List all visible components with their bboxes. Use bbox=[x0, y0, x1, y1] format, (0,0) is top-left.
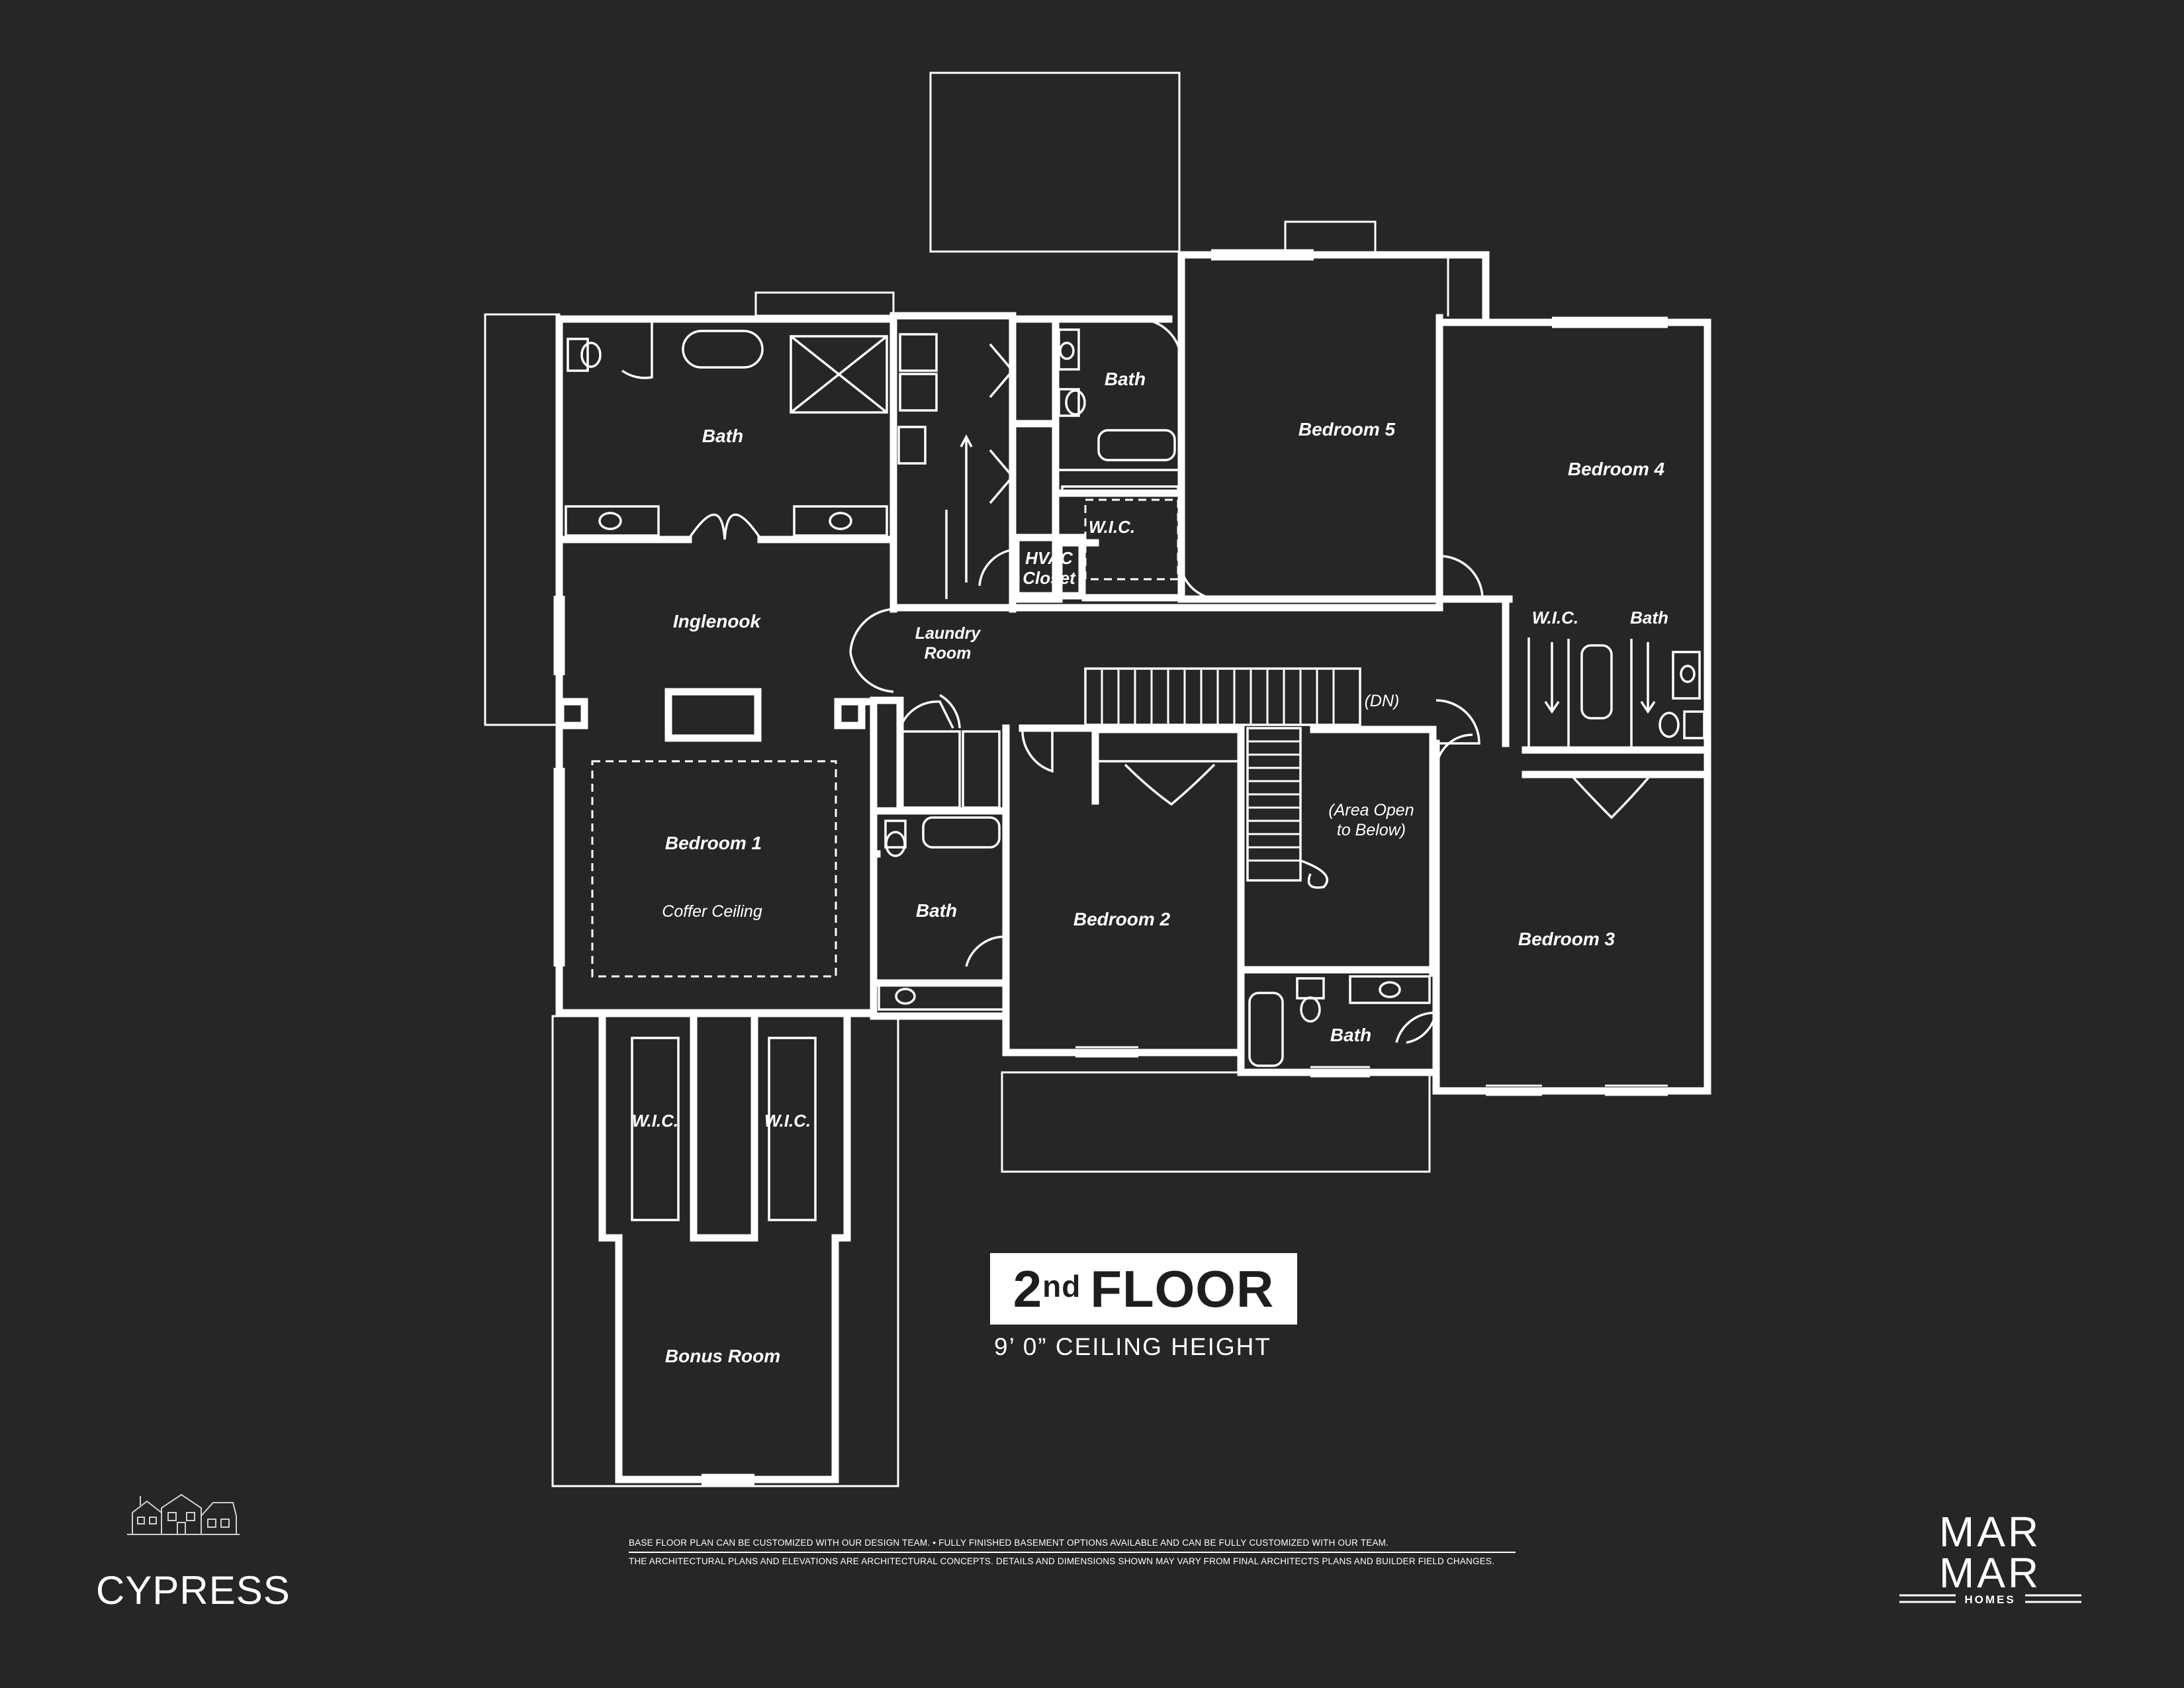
ceiling-height: 9’ 0” CEILING HEIGHT bbox=[994, 1333, 1271, 1360]
fixtures bbox=[553, 249, 1706, 1485]
label-bath-upper: Bath bbox=[1105, 369, 1146, 389]
floor-word: FLOOR bbox=[1090, 1259, 1275, 1318]
label-laundry-2: Room bbox=[925, 644, 972, 663]
house-icon bbox=[127, 1493, 240, 1535]
label-bedroom-5: Bedroom 5 bbox=[1298, 419, 1396, 440]
label-bath-right: Bath bbox=[1630, 608, 1668, 628]
marmar-homes-logo: MAR MAR HOMES bbox=[1899, 1509, 2081, 1606]
label-wic-left-2: W.I.C. bbox=[764, 1111, 811, 1131]
label-bath-mid: Bath bbox=[916, 900, 957, 921]
label-wic-upper: W.I.C. bbox=[1089, 517, 1135, 537]
label-inglenook: Inglenook bbox=[673, 611, 762, 632]
label-bedroom-2: Bedroom 2 bbox=[1073, 909, 1171, 929]
exterior-outlines bbox=[484, 71, 1449, 1487]
room-labels: Bath Inglenook Bedroom 1 Coffer Ceiling … bbox=[632, 369, 1668, 1366]
disclaimer: BASE FLOOR PLAN CAN BE CUSTOMIZED WITH O… bbox=[629, 1534, 1516, 1570]
floor-number: 2 bbox=[1013, 1259, 1043, 1318]
label-bedroom-3: Bedroom 3 bbox=[1518, 929, 1615, 949]
logo-line-2: MAR bbox=[1939, 1549, 2041, 1597]
label-open-below-2: to Below) bbox=[1337, 821, 1406, 839]
disclaimer-line-1: BASE FLOOR PLAN CAN BE CUSTOMIZED WITH O… bbox=[629, 1534, 1516, 1553]
label-laundry-1: Laundry bbox=[915, 624, 981, 643]
label-master-bath: Bath bbox=[702, 426, 743, 446]
label-bonus-room: Bonus Room bbox=[665, 1346, 780, 1366]
label-bath-lower: Bath bbox=[1330, 1025, 1371, 1045]
label-bedroom-4: Bedroom 4 bbox=[1568, 459, 1665, 479]
label-stair-down: (DN) bbox=[1365, 692, 1400, 710]
floor-suffix: nd bbox=[1042, 1269, 1081, 1303]
disclaimer-line-2: THE ARCHITECTURAL PLANS AND ELEVATIONS A… bbox=[629, 1556, 1495, 1566]
logo-line-1: MAR bbox=[1939, 1509, 2041, 1556]
logo-sub: HOMES bbox=[1964, 1593, 2015, 1606]
label-coffer-ceiling: Coffer Ceiling bbox=[662, 902, 762, 921]
label-bedroom-1: Bedroom 1 bbox=[665, 833, 762, 853]
label-wic-left: W.I.C. bbox=[632, 1111, 678, 1131]
label-hvac-1: HVAC bbox=[1025, 548, 1073, 568]
label-hvac-2: Closet bbox=[1023, 568, 1076, 588]
label-open-below-1: (Area Open bbox=[1328, 801, 1414, 820]
model-name: CYPRESS bbox=[96, 1568, 291, 1613]
walls bbox=[555, 251, 1711, 1483]
label-wic-right: W.I.C. bbox=[1532, 608, 1578, 628]
